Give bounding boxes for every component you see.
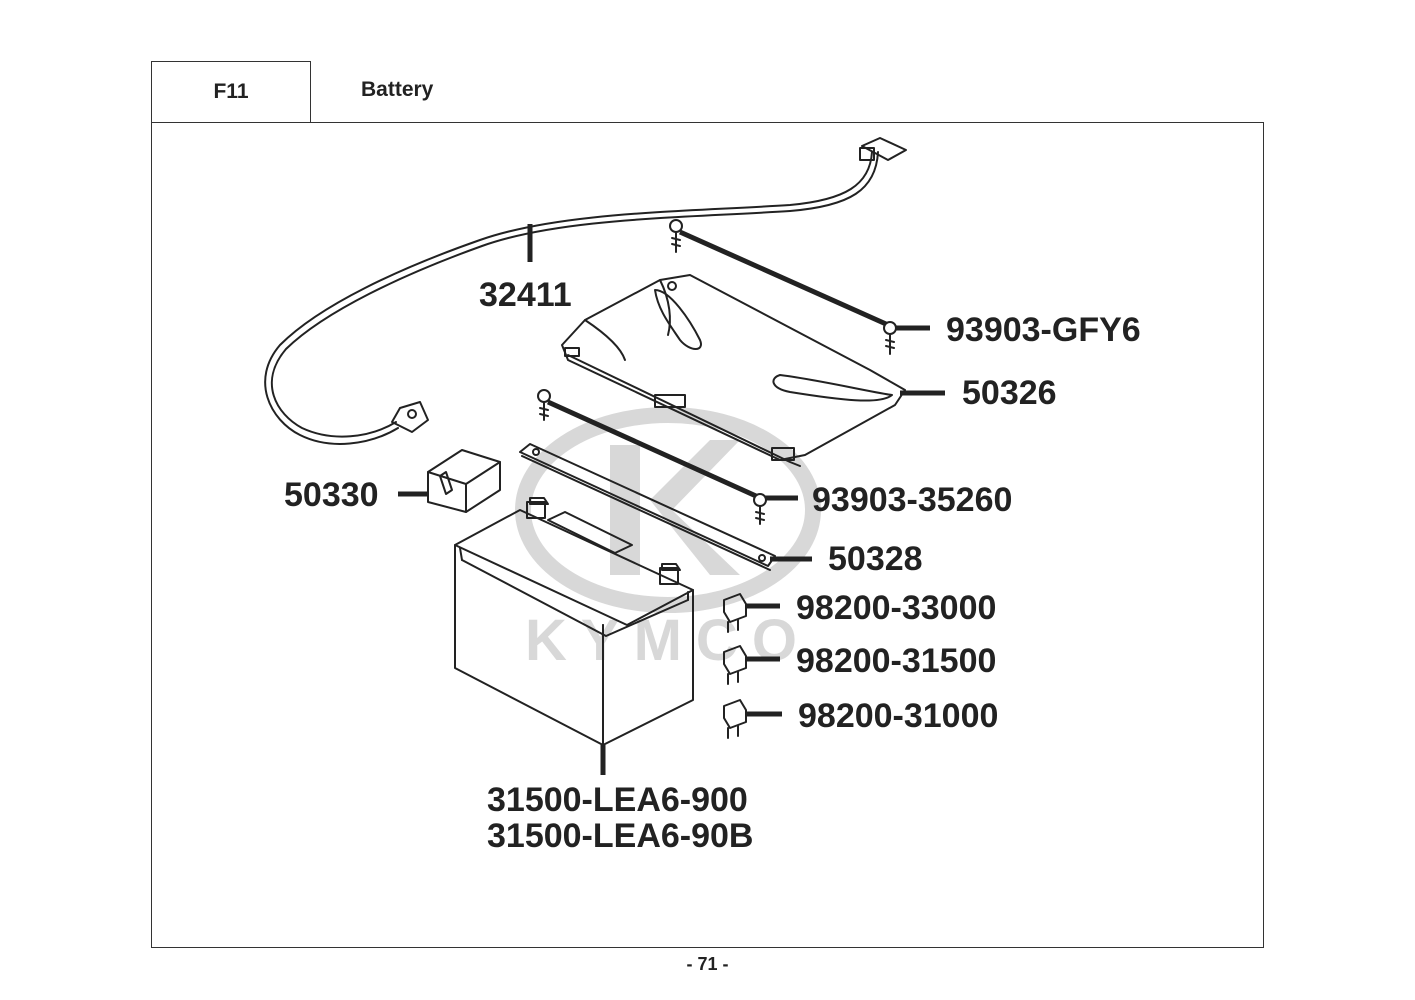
callout-label-battery-1: 31500-LEA6-900 <box>487 781 748 819</box>
battery-cable <box>264 137 907 445</box>
page-number: - 71 - <box>686 954 729 974</box>
callout-label-battery-cover: 50326 <box>962 374 1057 412</box>
section-title: Battery <box>361 78 434 101</box>
callout-label-strap-screw: 93903-35260 <box>812 481 1012 519</box>
cover-screw-top <box>669 219 683 253</box>
callout-label-fuse-30a: 98200-33000 <box>796 589 996 627</box>
callout-label-fuse-10a: 98200-31000 <box>798 697 998 735</box>
callout-label-cushion: 50330 <box>284 476 379 514</box>
fuse-15a <box>723 645 747 685</box>
battery <box>454 497 694 746</box>
cushion <box>427 449 501 513</box>
diagram-frame <box>151 122 1264 948</box>
strap-screw-top <box>537 389 551 421</box>
kymco-watermark-logo: KYMCO <box>515 407 821 673</box>
callout-label-cover-screw: 93903-GFY6 <box>946 311 1141 349</box>
callout-label-fuse-15a: 98200-31500 <box>796 642 996 680</box>
strap-screw-bottom <box>753 493 767 525</box>
cover-screw-right <box>883 321 897 355</box>
watermark-brand-text: KYMCO <box>525 608 811 673</box>
callout-label-battery-2: 31500-LEA6-90B <box>487 817 753 855</box>
callout-label-cable: 32411 <box>479 276 572 314</box>
battery-strap <box>519 443 776 571</box>
section-code: F11 <box>213 80 249 103</box>
fuse-30a <box>723 593 747 633</box>
callout-label-battery-strap: 50328 <box>828 540 923 578</box>
fuse-10a <box>723 699 747 739</box>
battery-cover <box>561 274 906 467</box>
